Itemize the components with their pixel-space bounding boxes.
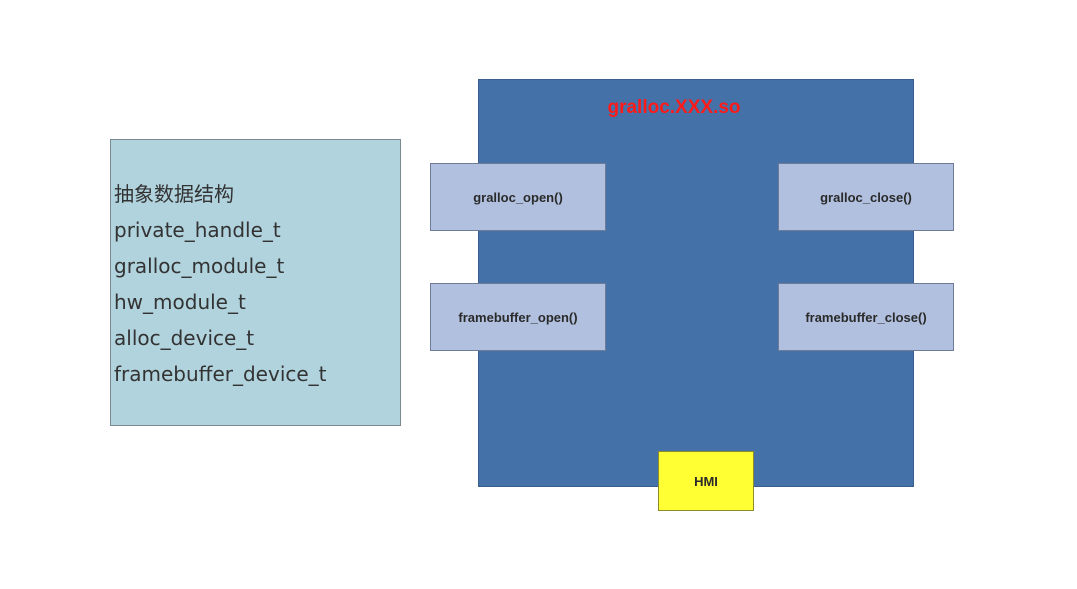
data-structures-heading: 抽象数据结构 [114, 182, 234, 206]
data-structures-panel: 抽象数据结构 private_handle_t gralloc_module_t… [110, 139, 401, 426]
alloc-device-item: alloc_device_t [114, 326, 255, 350]
gralloc-open-box: gralloc_open() [430, 163, 606, 231]
framebuffer-close-box: framebuffer_close() [778, 283, 954, 351]
gralloc-module-item: gralloc_module_t [114, 254, 285, 278]
hmi-box: HMI [658, 451, 754, 511]
hw-module-item: hw_module_t [114, 290, 246, 314]
framebuffer-device-item: framebuffer_device_t [114, 362, 327, 386]
data-structures-list: 抽象数据结构 private_handle_t gralloc_module_t… [114, 176, 327, 392]
module-title: gralloc.XXX.so [607, 97, 741, 118]
framebuffer-open-box: framebuffer_open() [430, 283, 606, 351]
private-handle-item: private_handle_t [114, 218, 281, 242]
gralloc-close-box: gralloc_close() [778, 163, 954, 231]
